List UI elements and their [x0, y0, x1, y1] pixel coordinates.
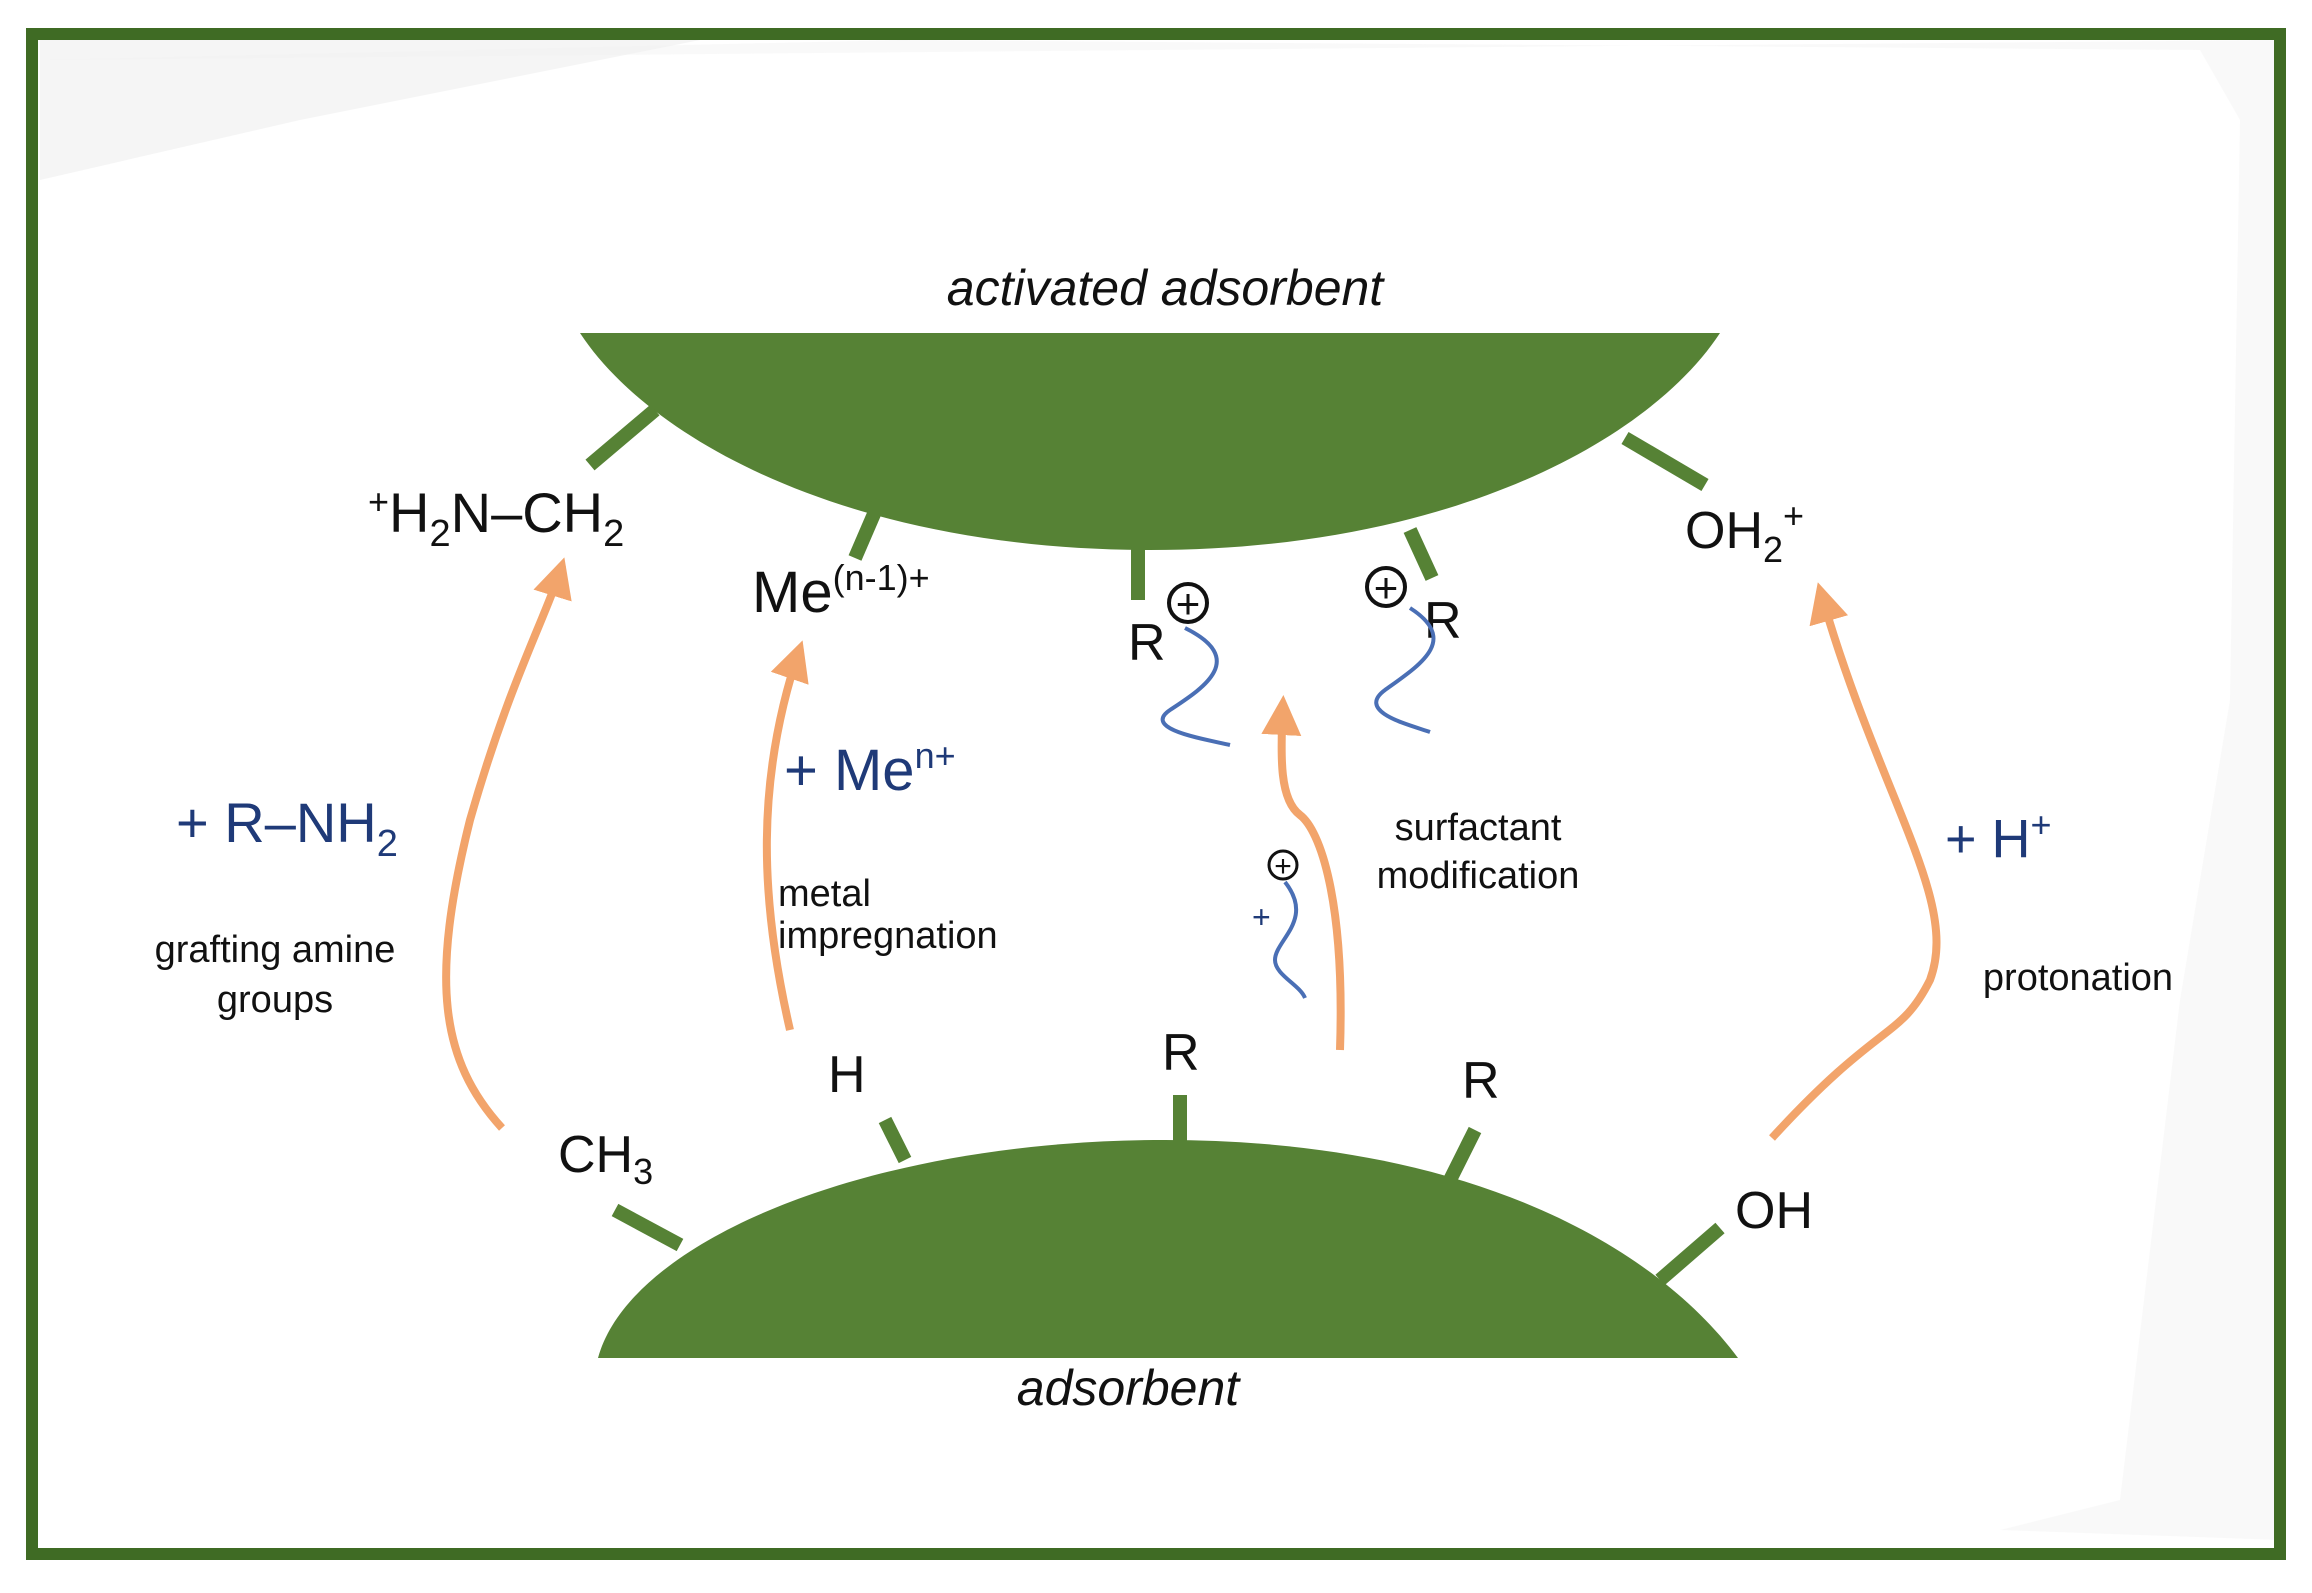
- label-metal-line1: metal: [778, 873, 871, 915]
- reagent-metal: + Men+: [784, 735, 956, 803]
- free-surfactant: + +: [1252, 849, 1307, 999]
- label-grafting-line1: grafting amine: [155, 929, 396, 971]
- plus-symbol: +: [1374, 564, 1399, 611]
- reagent-proton: + H+: [1945, 804, 2052, 869]
- diagram-frame: [26, 28, 2286, 1560]
- free-surfactant-tail: [1272, 880, 1307, 999]
- group-oh2-label: OH2+: [1685, 495, 1804, 570]
- group-r-right-label: R: [1462, 1052, 1500, 1110]
- group-oh-label: OH: [1735, 1182, 1813, 1240]
- label-grafting-line2: groups: [217, 979, 333, 1021]
- arrow-grafting: [442, 557, 572, 1131]
- group-amine-label: +H2N–CH2: [368, 481, 624, 555]
- bond-r-right: [1403, 527, 1439, 581]
- label-surfactant-line2: modification: [1377, 855, 1580, 897]
- surfactant-cation-right: + R: [1365, 564, 1462, 734]
- group-h-label: H: [828, 1046, 866, 1104]
- bond-r-right-bottom: [1443, 1126, 1482, 1184]
- bond-ch3: [611, 1203, 684, 1252]
- activated-adsorbent: [580, 333, 1720, 600]
- bond-oh: [1655, 1222, 1725, 1286]
- surfactant-r-right-label: R: [1424, 592, 1462, 650]
- bond-metal: [848, 497, 887, 561]
- label-surfactant-line1: surfactant: [1395, 807, 1562, 849]
- group-ch3-label: CH3: [558, 1126, 653, 1192]
- plus-symbol: +: [1176, 580, 1201, 627]
- reaction-arrows: [442, 557, 1941, 1141]
- background-brush-strokes: [40, 40, 2280, 1540]
- bond-h: [878, 1116, 912, 1164]
- circled-plus-icon: [1267, 849, 1299, 881]
- surfactant-r-left-label: R: [1128, 614, 1166, 672]
- surfactant-cation-left: R +: [1128, 580, 1231, 747]
- plus-symbol: +: [1274, 850, 1292, 883]
- top-title: activated adsorbent: [947, 260, 1386, 316]
- activated-adsorbent-body: [580, 333, 1720, 550]
- arrow-protonation: [1769, 582, 1941, 1141]
- bottom-title: adsorbent: [1017, 1360, 1241, 1416]
- reagent-amine: + R–NH2: [176, 791, 398, 865]
- adsorbent: [598, 1095, 1738, 1358]
- arrow-surfactant: [1261, 695, 1345, 1051]
- surfactant-tail-right: [1374, 606, 1436, 734]
- group-r-middle-label: R: [1162, 1024, 1200, 1082]
- circled-plus-icon: [1167, 582, 1209, 624]
- circled-plus-icon: [1365, 566, 1407, 608]
- label-protonation: protonation: [1983, 957, 2173, 999]
- surfactant-tail-left: [1160, 626, 1231, 747]
- arrow-metal: [762, 640, 809, 1031]
- label-metal-line2: impregnation: [778, 915, 998, 957]
- adsorbent-body: [598, 1140, 1738, 1358]
- free-surfactant-plus: +: [1252, 899, 1271, 935]
- bond-amine: [585, 404, 660, 471]
- group-metal-label: Me(n-1)+: [752, 557, 930, 625]
- bond-oh2: [1621, 431, 1709, 492]
